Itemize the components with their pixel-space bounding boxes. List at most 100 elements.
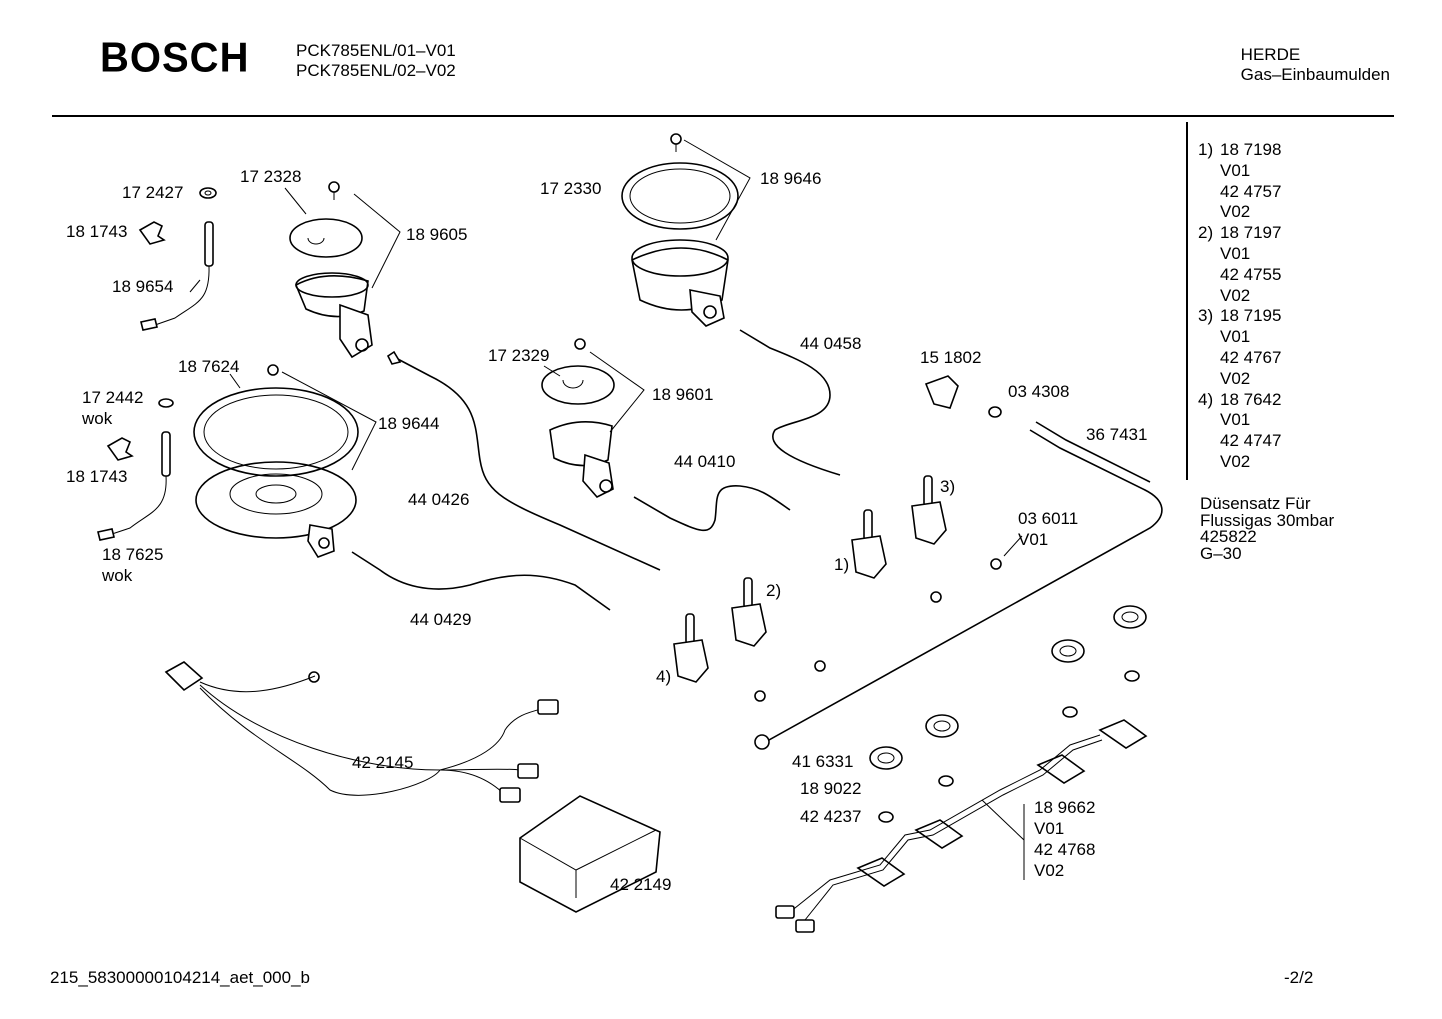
wok-burner-body (195, 461, 357, 539)
cap-416331 (869, 746, 903, 770)
variant-entry: 4)18 7642 (1198, 389, 1282, 409)
label-367431: 36 7431 (1086, 425, 1147, 444)
gasket-172328 (289, 218, 363, 258)
legend-divider (1186, 122, 1188, 480)
label-422149: 42 2149 (610, 875, 671, 894)
variant-version: V01 (1220, 410, 1251, 430)
gas-tap-3 (911, 475, 947, 545)
label-440429: 44 0429 (410, 610, 471, 629)
gas-tap-1 (851, 509, 887, 579)
label-187624: 18 7624 (178, 357, 239, 376)
pipe-440429 (351, 551, 611, 611)
washer-172427 (199, 187, 217, 199)
header-divider (52, 115, 1394, 117)
label-181743: 18 1743 (66, 467, 127, 486)
variant-part: 42 4757 (1220, 181, 1282, 201)
nozzle-line: Düsensatz Für (1200, 494, 1311, 513)
variant-version: V02 (1220, 368, 1251, 388)
variant-version: V01 (1220, 243, 1251, 263)
model-number: PCK785ENL/02–V02 (296, 61, 456, 80)
category-line: Gas–Einbaumulden (1240, 65, 1390, 84)
document-id: 215_58300000104214_aet_000_b (50, 968, 310, 987)
label-187625: 18 7625 (102, 545, 163, 564)
ignition-harness-189662 (775, 719, 1148, 933)
thermocouple-187625 (161, 431, 171, 477)
large-burner-group (621, 133, 739, 327)
label-172329: 17 2329 (488, 346, 549, 365)
gasket-172329 (541, 365, 615, 405)
label-036011: 03 6011 (1018, 509, 1078, 528)
variant-part: 42 4755 (1220, 264, 1282, 284)
label-189644: 18 9644 (378, 414, 439, 433)
burner-caps (869, 605, 1147, 823)
label-036011-version: V01 (1018, 530, 1048, 549)
label-marker-2: 2) (766, 581, 781, 600)
label-440426: 44 0426 (408, 490, 469, 509)
gas-pipes (351, 329, 1163, 750)
variant-part: 42 4747 (1220, 431, 1282, 451)
variant-entry: 1)18 7198 (1198, 140, 1282, 159)
variant-version: V02 (1220, 451, 1251, 471)
label-181743: 18 1743 (66, 222, 127, 241)
clip-181743-bottom (106, 437, 134, 461)
label-189662-version: V01 (1034, 819, 1064, 838)
label-440458: 44 0458 (800, 334, 861, 353)
variant-entry: 3)18 7195 (1198, 306, 1282, 326)
gas-taps (673, 475, 947, 683)
label-marker-3: 3) (940, 477, 955, 496)
pipe-440458 (739, 329, 841, 476)
washer-172442 (158, 398, 174, 408)
brand-logo: BOSCH (100, 34, 250, 82)
label-172427: 17 2427 (122, 183, 183, 202)
label-151802: 15 1802 (920, 348, 981, 367)
label-wok: wok (81, 409, 113, 428)
variant-part: 42 4767 (1220, 347, 1282, 367)
variant-version: V02 (1220, 202, 1251, 222)
center-burner-group (541, 338, 615, 498)
nozzle-line: 425822 (1200, 527, 1257, 546)
label-wok: wok (101, 566, 133, 585)
small-burner-group (138, 181, 373, 359)
model-numbers: PCK785ENL/01–V01 PCK785ENL/02–V02 (296, 41, 456, 81)
elbow-151802 (924, 375, 959, 409)
gasket-172330 (621, 162, 739, 230)
label-189654: 18 9654 (112, 277, 173, 296)
variant-version: V02 (1220, 285, 1251, 305)
burner-housing-189601 (549, 421, 613, 467)
thermocouple-189654 (204, 221, 214, 267)
label-189605: 18 9605 (406, 225, 467, 244)
nozzle-line: G–30 (1200, 543, 1242, 563)
pan-support-189644 (193, 387, 359, 477)
label-189662: 18 9662 (1034, 798, 1095, 817)
label-189646: 18 9646 (760, 169, 821, 188)
leader-lines (189, 139, 1025, 880)
label-172330: 17 2330 (540, 179, 601, 198)
label-424237: 42 4237 (800, 807, 861, 826)
nozzle-line: Flussigas 30mbar (1200, 510, 1335, 530)
label-marker-4: 4) (656, 667, 671, 686)
fittings (754, 375, 1002, 702)
variant-entry: 2)18 7197 (1198, 223, 1282, 243)
screw-187624 (267, 364, 279, 376)
screw-172330 (670, 133, 682, 145)
variant-version: V01 (1220, 327, 1251, 347)
label-marker-1: 1) (834, 555, 849, 574)
screw-172328 (328, 181, 340, 193)
label-189601: 18 9601 (652, 385, 713, 404)
page-number: -2/2 (1284, 968, 1314, 987)
label-172328: 17 2328 (240, 167, 301, 186)
screw-172329 (574, 338, 586, 350)
variant-version: V01 (1220, 160, 1251, 180)
category-line: HERDE (1240, 45, 1301, 64)
pipe-440410 (633, 485, 791, 532)
washer-034308 (988, 406, 1002, 418)
part-labels: 17 2427 17 2328 18 1743 18 9605 18 9654 … (66, 167, 1147, 894)
label-422145: 42 2145 (352, 753, 413, 772)
label-416331: 41 6331 (792, 752, 853, 771)
gas-tap-2 (731, 577, 767, 647)
product-category: HERDE Gas–Einbaumulden (1241, 45, 1390, 85)
ring-424237 (878, 811, 894, 823)
label-424768-version: V02 (1034, 861, 1064, 880)
cable-harness-422145 (164, 661, 559, 803)
spark-generator-422149 (519, 795, 661, 913)
